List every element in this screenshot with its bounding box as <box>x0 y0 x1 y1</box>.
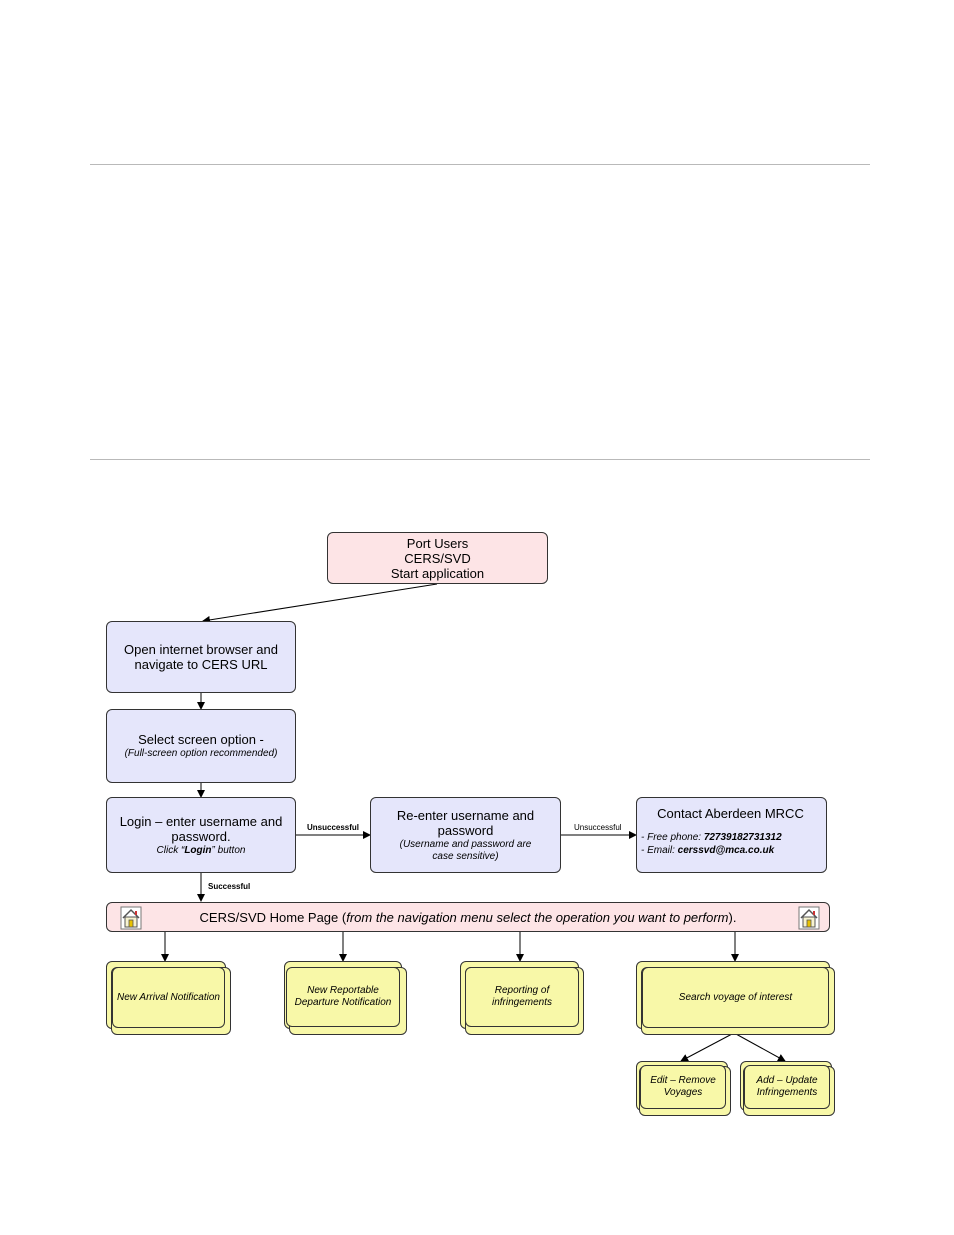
select-screen-text: Select screen option - <box>138 732 264 747</box>
home-icon <box>120 906 142 930</box>
reenter-note: (Username and password are case sensitiv… <box>399 838 532 862</box>
contact-email: - Email: cerssvd@mca.co.uk <box>641 845 775 856</box>
label-successful: Successful <box>208 882 251 891</box>
home-page-text: CERS/SVD Home Page (from the navigation … <box>199 909 737 925</box>
select-screen-box: Select screen option - (Full-screen opti… <box>106 709 296 783</box>
label-unsuccessful-2: Unsuccessful <box>574 823 622 832</box>
login-note: Click “Login” button <box>156 844 246 856</box>
search-voyage-of-interest: Search voyage of interest <box>642 967 829 1028</box>
add-update-infringements: Add – Update Infringements <box>744 1065 830 1109</box>
edit-remove-stack: Edit – Remove Voyages <box>636 1061 731 1116</box>
open-browser-text: Open internet browser and navigate to CE… <box>124 642 278 672</box>
contact-box: Contact Aberdeen MRCC - Free phone: 7273… <box>636 797 827 873</box>
infringements-stack: Reporting of infringements <box>460 961 584 1035</box>
login-button-ref: Login <box>184 844 212 856</box>
reenter-box: Re-enter username and password (Username… <box>370 797 561 873</box>
login-box: Login – enter username and password. Cli… <box>106 797 296 873</box>
start-line-1: Port Users <box>406 535 469 551</box>
search-voyage-stack: Search voyage of interest <box>636 961 835 1035</box>
home-icon <box>798 906 820 930</box>
bottom-divider <box>90 459 870 460</box>
arrow-search-to-edit <box>680 1033 733 1062</box>
arrow-search-to-add <box>735 1033 786 1062</box>
reenter-text: Re-enter username and password <box>396 807 535 838</box>
edit-remove-voyages: Edit – Remove Voyages <box>640 1065 726 1109</box>
arrow-start-to-browser <box>202 583 438 624</box>
new-arrival-stack: New Arrival Notification <box>106 961 231 1035</box>
reporting-of-infringements: Reporting of infringements <box>465 967 579 1027</box>
contact-phone: - Free phone: 72739182731312 <box>641 832 782 843</box>
home-page-bar: CERS/SVD Home Page (from the navigation … <box>106 902 830 932</box>
label-unsuccessful-1: Unsuccessful <box>307 823 360 832</box>
contact-title: Contact Aberdeen MRCC <box>657 806 804 821</box>
top-divider <box>90 164 870 165</box>
new-departure-stack: New Reportable Departure Notification <box>284 961 407 1035</box>
open-browser-box: Open internet browser and navigate to CE… <box>106 621 296 693</box>
select-screen-note: (Full-screen option recommended) <box>124 748 278 759</box>
contact-details: - Free phone: 72739182731312 - Email: ce… <box>641 831 820 857</box>
new-departure-notification: New Reportable Departure Notification <box>286 967 400 1027</box>
add-update-stack: Add – Update Infringements <box>740 1061 835 1116</box>
new-arrival-notification: New Arrival Notification <box>112 967 225 1028</box>
start-application-box: Port Users CERS/SVD Start application <box>327 532 548 584</box>
start-line-2: CERS/SVD <box>404 550 471 566</box>
login-text: Login – enter username and password. <box>119 813 283 844</box>
start-line-3: Start application <box>390 565 485 581</box>
